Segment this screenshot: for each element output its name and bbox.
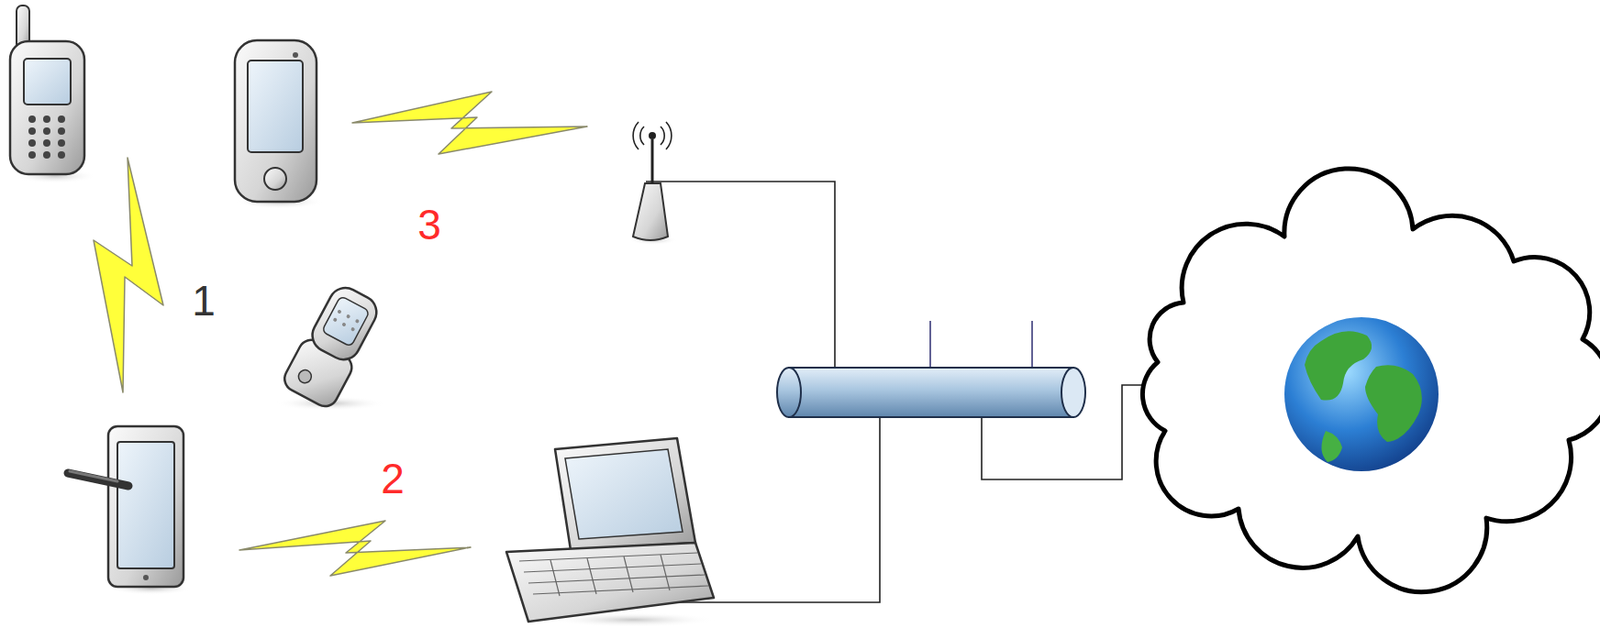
pda-device <box>247 60 303 153</box>
cell-phone <box>43 127 51 135</box>
cell-phone <box>10 41 85 175</box>
pda-device <box>292 52 299 58</box>
flip-phone <box>275 280 386 412</box>
internet-cloud <box>1142 168 1600 593</box>
wireless-link <box>93 157 164 393</box>
network-bus <box>777 367 1086 418</box>
laptop-computer <box>587 558 597 595</box>
pda-device <box>264 167 287 190</box>
laptop-computer <box>523 564 701 573</box>
network-bus <box>1061 367 1086 418</box>
flip-phone <box>333 317 338 323</box>
flip-phone <box>341 322 346 327</box>
network-bus <box>788 367 1074 418</box>
internet-cloud <box>1142 168 1600 593</box>
globe-icon <box>1304 331 1372 400</box>
pda-device <box>234 40 324 210</box>
flip-phone <box>296 367 314 386</box>
network-wire <box>645 181 835 367</box>
cell-phone <box>43 115 51 123</box>
access-point <box>651 139 655 184</box>
tablet-device <box>69 471 118 482</box>
laptop-computer <box>519 553 709 597</box>
tablet-device <box>67 426 193 596</box>
globe-icon <box>1284 317 1439 472</box>
callout-number: 3 <box>417 203 442 246</box>
bus-stub <box>930 321 1033 367</box>
laptop-computer <box>565 449 683 540</box>
access-point <box>648 132 656 140</box>
tablet-device <box>67 473 129 487</box>
flip-phone <box>336 309 342 314</box>
bus-stub <box>929 321 932 367</box>
tablet-device <box>117 442 175 569</box>
flip-phone <box>350 326 356 332</box>
cell-phone <box>43 151 51 159</box>
flip-phone <box>355 319 360 324</box>
tablet-device <box>108 426 184 588</box>
laptop-computer <box>623 556 634 593</box>
callout-number: 2 <box>380 457 405 500</box>
cell-phone <box>28 139 36 147</box>
callout-number: 1 <box>191 279 216 323</box>
laptop-computer <box>660 555 670 591</box>
cell-phone <box>10 5 97 184</box>
wireless-link <box>93 91 588 577</box>
laptop-computer <box>506 543 714 623</box>
flip-phone <box>333 309 361 333</box>
access-point <box>633 122 672 150</box>
wireless-link <box>239 521 471 577</box>
bus-stub <box>1031 321 1034 367</box>
cell-phone <box>28 115 36 123</box>
globe-icon <box>1321 431 1343 463</box>
cell-phone <box>57 151 66 159</box>
network-wire <box>645 181 1158 603</box>
wireless-link <box>352 91 588 155</box>
cell-phone <box>28 115 66 159</box>
cell-phone <box>57 127 66 135</box>
flip-phone <box>322 296 370 348</box>
globe-icon <box>1284 317 1439 472</box>
cell-phone <box>28 127 36 135</box>
tablet-device <box>143 575 149 581</box>
cell-phone <box>57 115 66 123</box>
laptop-computer <box>550 560 560 597</box>
pda-device <box>234 40 317 202</box>
laptop-computer <box>555 438 696 551</box>
network-bus <box>777 367 801 418</box>
cell-phone <box>23 58 71 105</box>
flip-phone <box>279 280 386 412</box>
flip-phone <box>306 282 382 367</box>
globe-icon <box>1365 365 1423 443</box>
laptop-computer <box>506 438 716 628</box>
cell-phone <box>57 139 66 147</box>
flip-phone <box>345 313 351 319</box>
laptop-computer <box>519 553 698 562</box>
cell-phone <box>43 139 51 147</box>
access-point <box>633 183 668 241</box>
access-point <box>629 122 678 245</box>
cell-phone <box>28 151 36 159</box>
